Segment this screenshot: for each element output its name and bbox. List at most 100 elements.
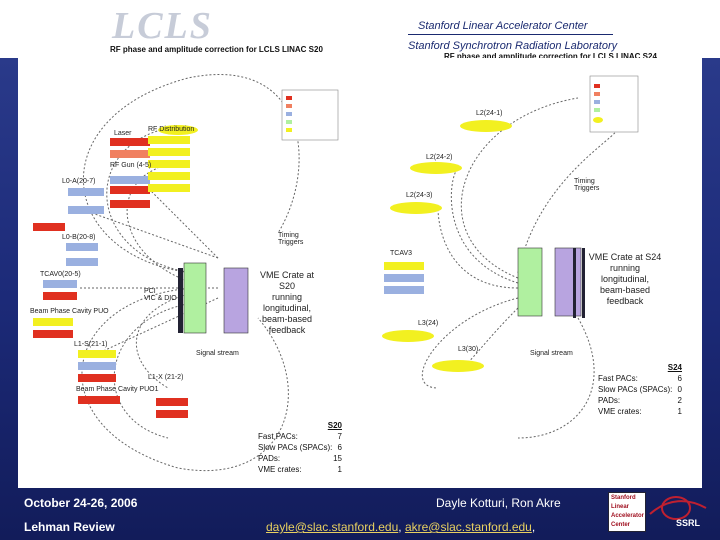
node-box (78, 396, 120, 404)
left-legend (281, 89, 339, 141)
stat-value: 2 (677, 396, 682, 405)
node-box (110, 200, 150, 208)
stat-value: 15 (333, 454, 342, 463)
node-label: L1-X (21-2) (148, 374, 184, 381)
legend-swatch (286, 104, 292, 108)
legend-swatch (594, 92, 600, 96)
node-box (78, 374, 116, 382)
legend-swatch (594, 84, 600, 88)
node-label: L2(24-2) (426, 154, 453, 161)
stat-label: Slow PACs (SPACs): (598, 385, 673, 394)
diagram-panel: Laser RF Gun (4-5) L0-A(20-7) L0-B(20-8)… (18, 58, 702, 488)
node-box (148, 184, 190, 192)
node-label: L2(24-3) (406, 192, 433, 199)
legend-swatch (286, 120, 292, 124)
node-box (68, 206, 104, 214)
stat-value: 7 (337, 432, 342, 441)
left-green-module (183, 262, 207, 334)
stats-row: Fast PACs:6 (598, 373, 682, 384)
stat-label: Fast PACs: (258, 432, 298, 441)
node-box (384, 274, 424, 282)
right-timing-label: Timing Triggers (574, 178, 600, 192)
stats-row: VME crates: 1 (598, 406, 682, 417)
node-box (148, 160, 190, 168)
stats-s24: S24 Fast PACs:6 Slow PACs (SPACs): 0 PADs… (598, 362, 682, 417)
stat-label: PADs: (598, 396, 621, 405)
node-box (148, 172, 190, 180)
left-crate-label: VME Crate at S20 running longitudinal, b… (259, 270, 315, 335)
stats-row: Fast PACs: 7 (258, 431, 342, 442)
slac-logo: Stanford Linear Accelerator Center (608, 492, 646, 532)
right-connections (421, 97, 619, 439)
title-s20: RF phase and amplitude correction for LC… (110, 45, 323, 54)
stat-value: 1 (337, 465, 342, 474)
stat-label: VME crates: (598, 407, 642, 416)
node-box (156, 410, 188, 418)
stats-row: Slow PACs (SPACs):6 (258, 442, 342, 453)
stats-row: Slow PACs (SPACs): 0 (598, 384, 682, 395)
right-crate-bar-2 (582, 248, 585, 318)
node-label: TCAV3 (390, 250, 413, 257)
node-box (148, 136, 190, 144)
slac-ssrl-logo: Stanford Linear Accelerator Center SSRL (608, 492, 708, 534)
email-link-kotturi[interactable]: dayle@slac.stanford.edu (266, 520, 399, 534)
node-box (33, 223, 65, 231)
node-label: L2(24-1) (476, 110, 503, 117)
stat-value: 0 (677, 385, 682, 394)
node-box (33, 330, 73, 338)
org-line-1: Stanford Linear Accelerator Center (418, 20, 588, 32)
left-misc-label: PCI VIC & DIO (144, 288, 177, 302)
legend-swatch (286, 112, 292, 116)
node-box (78, 362, 116, 370)
node-box (384, 262, 424, 270)
stat-label: PADs: (258, 454, 281, 463)
legend-swatch (594, 100, 600, 104)
email-link-akre[interactable]: akre@slac.stanford.edu (404, 520, 532, 534)
node-ellipse (158, 125, 198, 135)
org-line-2: Stanford Synchrotron Radiation Laborator… (408, 40, 618, 52)
node-ellipse (460, 120, 512, 132)
diagram-canvas (33, 74, 639, 471)
stat-label: Slow PACs (SPACs): (258, 443, 333, 452)
node-label: Beam Phase Cavity PUO1 (76, 386, 159, 393)
node-box (110, 186, 150, 194)
node-label: Laser (114, 130, 132, 137)
lcls-logo: LCLS (112, 5, 213, 47)
legend-swatch (594, 108, 600, 112)
left-timing-label: Timing Triggers (278, 232, 304, 246)
right-node-ellipses (158, 120, 512, 372)
right-green-module (517, 247, 543, 317)
node-box (384, 286, 424, 294)
right-signal-label: Signal stream (530, 350, 573, 357)
legend-swatch (286, 128, 292, 132)
right-legend (589, 75, 639, 133)
stats-s20: S20 Fast PACs:7 Slow PACs (SPACs):6 PADs… (258, 420, 342, 475)
legend-swatch (286, 96, 292, 100)
stats-s24-title: S24 (667, 363, 682, 372)
left-connector (178, 268, 183, 333)
right-crate-block (554, 247, 582, 317)
node-ellipse (432, 360, 484, 372)
stats-row: PADs: 2 (598, 395, 682, 406)
node-label: L3(30) (458, 346, 479, 353)
node-box (78, 350, 116, 358)
node-label: TCAV0(20-5) (40, 271, 81, 278)
stats-row: PADs: 15 (258, 453, 342, 464)
node-label: Beam Phase Cavity PUO (30, 308, 109, 315)
node-box (110, 138, 150, 146)
footer-date: October 24-26, 2006 (24, 496, 138, 510)
node-ellipse (390, 202, 442, 214)
stat-label: Fast PACs: (598, 374, 638, 383)
node-label: L1-S(21-1) (74, 341, 108, 348)
node-box (43, 292, 77, 300)
footer-review: Lehman Review (24, 520, 115, 534)
stat-label: VME crates: (258, 465, 302, 474)
stat-value: 1 (677, 407, 682, 416)
node-box (156, 398, 188, 406)
node-box (110, 176, 150, 184)
left-crate-block (223, 267, 249, 334)
node-box (68, 188, 104, 196)
email-trail: , (531, 520, 536, 534)
node-label: L0-B(20-8) (62, 234, 96, 241)
node-box (43, 280, 77, 288)
